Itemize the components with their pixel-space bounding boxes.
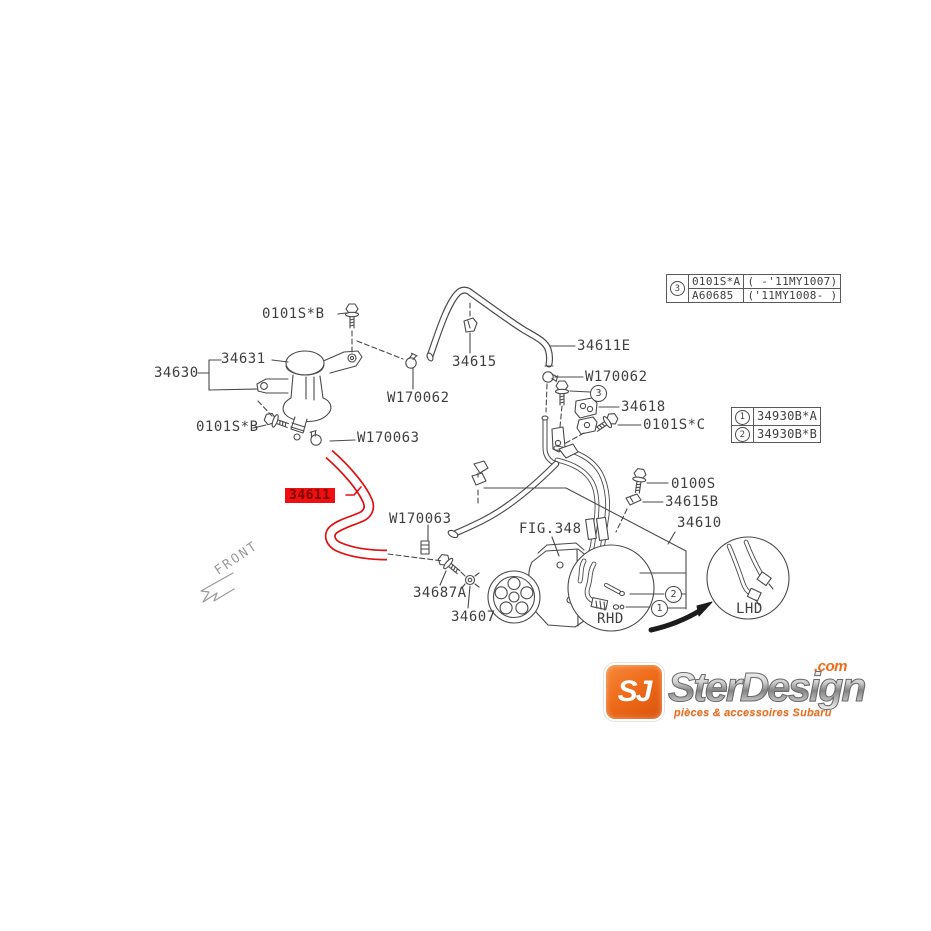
swoosh-arrow [648,601,713,633]
sterdesign-logo-name: SterDesign [668,664,868,711]
label-bolt-34687a: 34687A [413,585,467,601]
callout-2: 2 [665,586,682,603]
clamp-w170062-left [404,351,420,370]
clip-34615-drawing [463,317,478,333]
label-clip-34615b: 34615B [665,494,719,510]
ref-part-number: 34930B*B [752,424,822,443]
rhd-detail-drawing [567,544,655,632]
callout-1-table: 1 [735,409,750,425]
label-bolt-0100s: 0100S [671,476,716,492]
return-hose-34611-drawing [324,449,388,561]
ref-part-number: 0101S*A [687,274,745,289]
sterdesign-logo-tagline: pièces & accessoires Subaru [674,707,832,719]
front-arrow [200,572,235,603]
callout-3: 3 [590,385,607,402]
leader-lines [197,312,687,610]
callout-3-table: 3 [670,281,685,297]
callout-1: 1 [651,600,668,617]
label-clamp-reservoir: W170063 [357,430,420,446]
callout-2-table: 2 [735,427,750,442]
clamp-w170063-reservoir [306,428,324,448]
ref-model-range: ( -'11MY1007) [743,274,842,289]
ref-table-top: 3 0101S*A ( -'11MY1007) A60685 ('11MY100… [666,274,842,303]
connector-34607-drawing [460,571,480,589]
bracket-34618-drawing [574,397,598,435]
bolt-0101sa [554,380,570,406]
bolt-34687a [435,551,464,578]
sterdesign-logo-tld: .com [814,658,848,675]
pipe-bundle-drawing [447,415,610,567]
bolt-0100s [630,467,648,495]
label-bolt-top: 0101S*B [262,306,325,322]
clip-34615b-drawing [625,493,642,506]
label-clip-34615: 34615 [452,354,497,370]
sterdesign-logo-icon: SJ [604,663,664,721]
label-return-hose-34611-highlighted: 34611 [285,488,335,503]
label-bracket-34618: 34618 [621,399,666,415]
reservoir-tank-drawing [256,350,363,441]
bolt-0101sb-top [344,303,360,329]
clamp-w170063-mid-drawing [420,540,430,555]
label-hose-34611e: 34611E [577,338,631,354]
ref-table-top-callout-cell: 3 [666,274,689,303]
dashed-lines [257,302,628,562]
ref-part-number: A60685 [687,288,745,303]
label-fig-348: FIG.348 [519,521,582,537]
lhd-detail-drawing [706,536,790,620]
ref-model-range: ('11MY1008- ) [743,288,842,303]
ref-callout-cell: 2 [731,424,754,443]
label-cap-34631: 34631 [221,351,266,367]
label-reservoir-34630: 34630 [154,365,199,381]
ref-callout-cell: 1 [731,407,754,426]
label-bolt-0101sc: 0101S*C [643,417,706,433]
label-clamp-mid: W170063 [389,511,452,527]
label-connector-34607: 34607 [451,609,496,625]
suction-hose-drawing [426,286,554,368]
ref-part-number: 34930B*A [752,407,822,426]
label-clamp-left: W170062 [387,390,450,406]
label-hose-assy-34610: 34610 [677,515,722,531]
label-clamp-right: W170062 [585,369,648,385]
label-lhd: LHD [736,601,763,617]
center-clip-drawing [471,460,489,486]
label-bolt-side: 0101S*B [196,419,259,435]
label-rhd: RHD [597,611,624,627]
ref-table-side: 1 34930B*A 2 34930B*B [731,407,822,443]
